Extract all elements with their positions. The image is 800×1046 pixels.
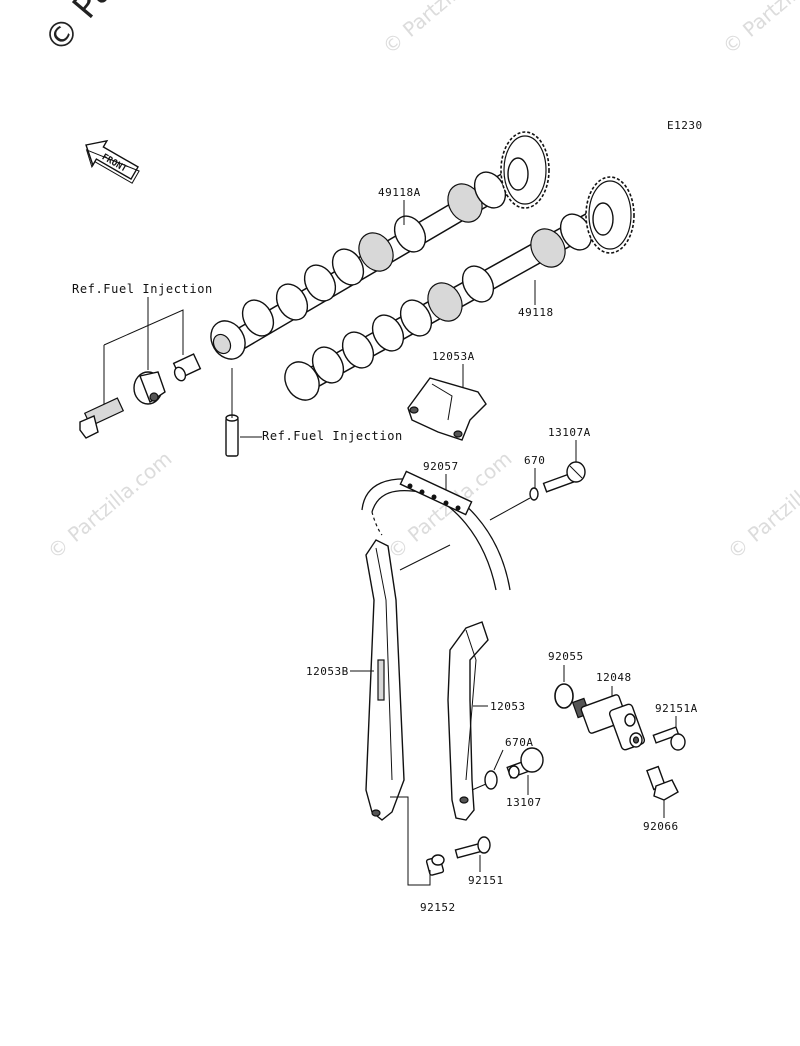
tensioner-cap-bolt-92066[interactable] bbox=[646, 765, 679, 801]
ref-fuel-injection-pin[interactable]: Ref.Fuel Injection bbox=[262, 429, 403, 443]
sensor-rotor[interactable] bbox=[133, 371, 166, 405]
cam-sprocket-lower bbox=[585, 176, 635, 254]
watermark-tile: © Partzilla.com bbox=[378, 0, 512, 59]
rotor-bolt[interactable] bbox=[79, 397, 125, 439]
guide-bolt-92151[interactable] bbox=[454, 836, 491, 859]
chain-guide-front-12053[interactable] bbox=[447, 621, 489, 821]
ref-fuel-injection-top[interactable]: Ref.Fuel Injection bbox=[72, 282, 213, 296]
part-label-92151A[interactable]: 92151A bbox=[655, 702, 698, 715]
part-label-670[interactable]: 670 bbox=[524, 454, 545, 467]
leader-line bbox=[489, 497, 531, 521]
part-label-92152[interactable]: 92152 bbox=[420, 901, 456, 914]
leader-line bbox=[390, 796, 431, 886]
guide-bolt-13107A[interactable] bbox=[542, 461, 586, 493]
part-label-92066[interactable]: 92066 bbox=[643, 820, 679, 833]
oring-670A[interactable] bbox=[484, 770, 498, 790]
part-label-92057[interactable]: 92057 bbox=[423, 460, 459, 473]
watermark-tile: © Partzilla.com bbox=[723, 446, 800, 564]
guide-collar-92152[interactable] bbox=[425, 854, 445, 876]
cam-chain[interactable] bbox=[361, 470, 511, 591]
part-label-49118[interactable]: 49118 bbox=[518, 306, 554, 319]
part-label-92151[interactable]: 92151 bbox=[468, 874, 504, 887]
oring-92055[interactable] bbox=[554, 683, 574, 709]
chain-guide-upper-bracket[interactable] bbox=[407, 377, 487, 441]
part-label-12048[interactable]: 12048 bbox=[596, 671, 632, 684]
part-label-49118A[interactable]: 49118A bbox=[378, 186, 421, 199]
diagram-code: E1230 bbox=[667, 119, 703, 132]
watermark-tile: © Partzilla.com bbox=[718, 0, 800, 59]
leader-line bbox=[103, 309, 184, 355]
oring-670[interactable] bbox=[529, 487, 539, 501]
guide-bolt-13107[interactable] bbox=[506, 747, 544, 779]
leader-line bbox=[399, 544, 451, 571]
tensioner-bolt-92151A[interactable] bbox=[652, 726, 686, 751]
part-label-12053[interactable]: 12053 bbox=[490, 700, 526, 713]
part-label-13107[interactable]: 13107 bbox=[506, 796, 542, 809]
cam-chain-tensioner-12048[interactable] bbox=[571, 694, 646, 751]
part-label-92055[interactable]: 92055 bbox=[548, 650, 584, 663]
part-label-13107A[interactable]: 13107A bbox=[548, 426, 591, 439]
watermark-tile: © Partzilla.com bbox=[43, 446, 177, 564]
rotor-bushing[interactable] bbox=[172, 353, 202, 382]
part-label-12053A[interactable]: 12053A bbox=[432, 350, 475, 363]
leader-line bbox=[471, 783, 487, 791]
front-arrow-icon: FRONT bbox=[85, 139, 140, 184]
camshaft-lower[interactable] bbox=[278, 176, 635, 406]
chain-guide-rear-12053B[interactable] bbox=[365, 539, 405, 821]
camshaft-upper[interactable] bbox=[204, 131, 550, 365]
part-label-12053B[interactable]: 12053B bbox=[306, 665, 349, 678]
cam-sprocket-upper bbox=[500, 131, 550, 209]
dowel-pin[interactable] bbox=[225, 414, 239, 457]
leader-line bbox=[493, 749, 504, 771]
part-label-670A[interactable]: 670A bbox=[505, 736, 534, 749]
watermark-corner: © Partzilla bbox=[36, 0, 182, 61]
